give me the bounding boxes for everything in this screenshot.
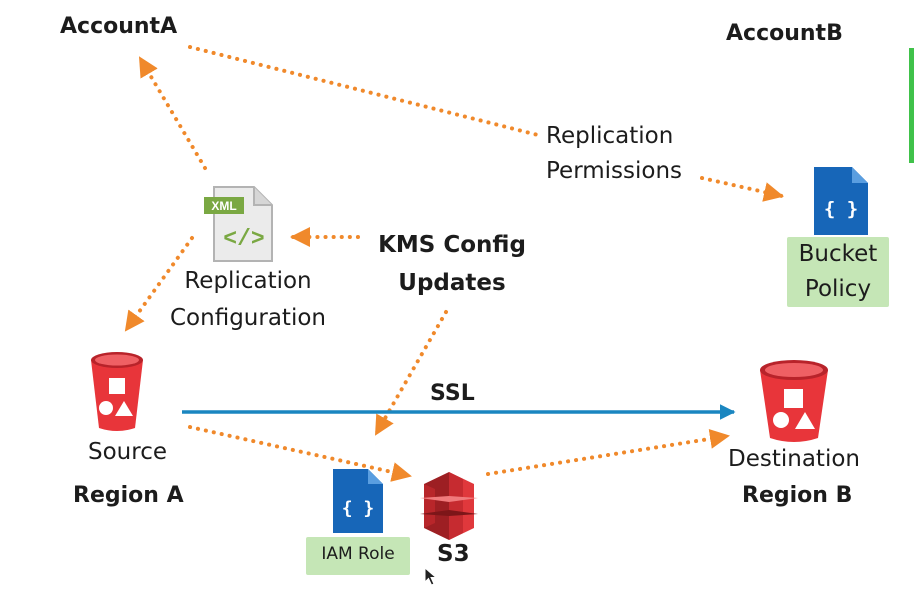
destination-label: Destination [728, 446, 860, 472]
replication-permissions-line-2: Permissions [546, 158, 683, 184]
replication-permissions-label: Replication Permissions [546, 119, 682, 189]
cursor-arrow-icon [424, 567, 438, 586]
iam-role-label: IAM Role [321, 544, 395, 564]
region-a-label: Region A [73, 483, 184, 508]
bucket-policy-document-icon: { } [814, 167, 868, 235]
bucket-policy-line-1: Bucket [798, 241, 878, 267]
xml-document-icon: XML </> [204, 186, 273, 262]
iam-role-braces-glyph: { } [342, 498, 375, 519]
replication-configuration-label: Replication Configuration [158, 263, 338, 337]
account-a-label: AccountA [60, 14, 178, 39]
replication-permissions-line-1: Replication [546, 123, 674, 149]
source-label: Source [88, 439, 167, 465]
arrow-permissions-to-bucket-policy [700, 176, 784, 202]
xml-badge-text: XML [211, 199, 236, 213]
ssl-label: SSL [430, 381, 475, 406]
arrow-kms-to-iam-role [374, 310, 448, 436]
replication-configuration-line-2: Configuration [170, 305, 326, 331]
account-b-label: AccountB [726, 21, 843, 46]
arrow-config-to-accounta [138, 56, 207, 170]
bucket-policy-braces-glyph: { } [824, 198, 858, 220]
arrow-accounta-to-permissions [188, 45, 540, 137]
kms-config-updates-line-2: Updates [398, 270, 506, 296]
amazon-s3-icon [420, 472, 478, 540]
xml-code-glyph: </> [223, 226, 264, 252]
arrow-s3-to-destination [486, 428, 730, 476]
s3-label: S3 [437, 541, 470, 567]
bucket-policy-line-2: Policy [804, 276, 872, 302]
side-accent-bar [909, 48, 914, 163]
kms-config-updates-label: KMS Config Updates [370, 226, 534, 302]
arrow-config-to-source [124, 236, 194, 332]
kms-config-updates-line-1: KMS Config [378, 232, 526, 258]
iam-role-note [306, 537, 410, 575]
iam-role-document-icon: { } [333, 469, 383, 533]
bucket-policy-note [787, 237, 889, 307]
bucket-policy-label: Bucket Policy [787, 237, 889, 307]
source-bucket-icon [91, 352, 143, 431]
replication-configuration-line-1: Replication [184, 268, 312, 294]
region-b-label: Region B [742, 483, 853, 508]
arrow-source-to-s3 [188, 425, 412, 482]
destination-bucket-icon [760, 360, 828, 442]
